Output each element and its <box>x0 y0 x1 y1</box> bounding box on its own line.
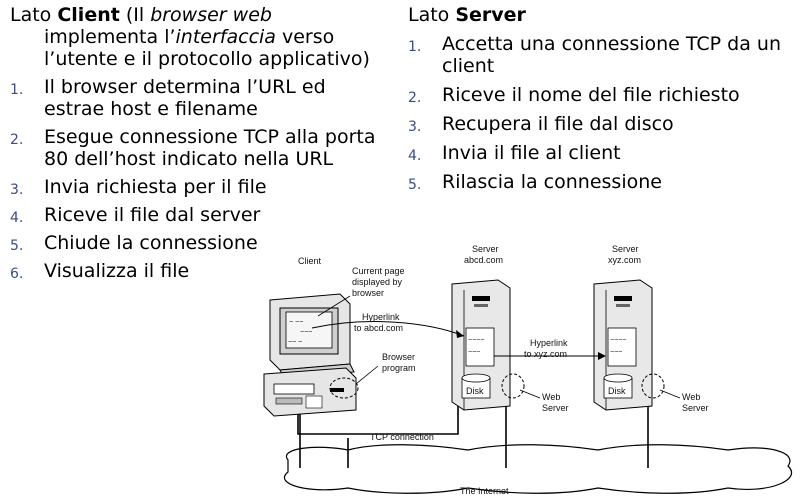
client-intro-line-2: implementa l’interfaccia verso <box>10 26 400 48</box>
server-step: 4. Invia il file al client <box>408 142 803 164</box>
step-number: 3. <box>10 182 24 198</box>
step-text: Riceve il file dal server <box>44 204 261 226</box>
current-page-label: Current page <box>352 266 405 276</box>
server-abcd-tower: ~~~~ ~~~ <box>451 279 525 411</box>
client-heading-prefix: Lato <box>10 4 58 26</box>
client-computer: ~ ~~ ~~~ ~~ ~ <box>263 293 359 417</box>
client-intro-italic: interfaccia <box>175 26 276 48</box>
svg-text:~ ~~: ~ ~~ <box>289 319 303 326</box>
step-text: Recupera il file dal disco <box>442 113 674 135</box>
client-step: 3. Invia richiesta per il file <box>10 176 400 198</box>
server-step: 5. Rilascia la connessione <box>408 171 803 193</box>
hyperlink-arrow-1 <box>311 321 465 337</box>
server-xyz-tower: ~~~~ ~~~ <box>593 279 665 411</box>
svg-text:~~ ~: ~~ ~ <box>288 339 302 346</box>
client-step: 5. Chiude la connessione <box>10 232 400 254</box>
server-step: 2. Riceve il nome del file richiesto <box>408 84 803 106</box>
internet-label: The Internet <box>460 486 509 496</box>
web-server-2-label: Web <box>682 392 700 402</box>
server-heading-bold: Server <box>455 4 526 26</box>
step-number: 1. <box>408 39 422 55</box>
internet-cloud <box>284 444 792 494</box>
server-abcd-host: abcd.com <box>464 255 503 265</box>
hyperlink-1-label: Hyperlink <box>362 312 400 322</box>
client-heading-bold: Client <box>57 4 120 26</box>
step-number: 3. <box>408 119 422 135</box>
step-text: Invia richiesta per il file <box>44 176 267 198</box>
browser-program-label-2: program <box>382 363 416 373</box>
disk-2-label: Disk <box>608 386 626 396</box>
step-text: Accetta una connessione TCP da un <box>442 33 781 55</box>
web-server-1-label: Web <box>542 392 560 402</box>
svg-text:~~~: ~~~ <box>468 349 480 356</box>
step-number: 1. <box>10 82 24 98</box>
step-text-cont: 80 dell’host indicato nella URL <box>44 148 334 170</box>
tcp-connection-label: TCP connection <box>370 432 434 442</box>
client-column: Lato Client (Il browser web implementa l… <box>10 4 400 282</box>
disk-1-label: Disk <box>466 386 484 396</box>
current-page-label-2: displayed by <box>352 277 403 287</box>
step-text: Esegue connessione TCP alla porta <box>44 126 376 148</box>
step-text: Visualizza il file <box>44 260 190 282</box>
client-heading-italic: browser web <box>150 4 272 26</box>
step-number: 4. <box>10 210 24 226</box>
client-intro-text-b: verso <box>275 26 335 48</box>
step-number: 4. <box>408 148 422 164</box>
web-server-1-label-2: Server <box>542 403 569 413</box>
hyperlink-1-target: to abcd.com <box>354 323 403 333</box>
step-text: Il browser determina l’URL ed <box>44 76 326 98</box>
step-number: 5. <box>10 238 24 254</box>
step-text: Chiude la connessione <box>44 232 258 254</box>
step-number: 2. <box>408 90 422 106</box>
hyperlink-arrowhead-2 <box>598 352 606 360</box>
client-intro-line-3: l’utente e il protocollo applicativo) <box>44 48 370 70</box>
step-number: 2. <box>10 132 24 148</box>
client-label: Client <box>298 256 322 266</box>
svg-text:~~~: ~~~ <box>610 349 622 356</box>
client-step: 4. Riceve il file dal server <box>10 204 400 226</box>
client-heading: Lato Client (Il browser web <box>10 4 400 26</box>
step-text-cont: client <box>442 55 495 77</box>
client-step: 6. Visualizza il file <box>10 260 400 282</box>
server-xyz-host: xyz.com <box>608 255 641 265</box>
leader-current-page <box>317 295 351 317</box>
server-step: 3. Recupera il file dal disco <box>408 113 803 135</box>
step-text: Rilascia la connessione <box>442 171 662 193</box>
leader-web-server-2 <box>659 389 681 399</box>
client-intro-text-a: implementa l’ <box>44 26 176 48</box>
step-text: Riceve il nome del file richiesto <box>442 84 740 106</box>
server-column: Lato Server 1. Accetta una connessione TC… <box>408 4 803 193</box>
svg-text:~~~~: ~~~~ <box>468 337 484 344</box>
browser-program-label: Browser <box>382 352 415 362</box>
client-heading-rest: (Il <box>119 4 151 26</box>
leader-browser-program <box>355 365 379 385</box>
web-architecture-diagram: ~ ~~ ~~~ ~~ ~ ~~~~ ~~~ ~~~~ ~~~ <box>263 244 792 496</box>
step-number: 5. <box>408 177 422 193</box>
step-number: 6. <box>10 266 24 282</box>
server-heading: Lato Server <box>408 4 803 26</box>
server-xyz-label: Server <box>612 244 639 254</box>
web-server-2-label-2: Server <box>682 403 709 413</box>
step-text-cont: estrae host e filename <box>44 98 258 120</box>
hyperlink-arrowhead-1 <box>456 330 464 338</box>
current-page-label-3: browser <box>352 288 384 298</box>
hyperlink-2-target: to xyz.com <box>524 349 567 359</box>
server-abcd-label: Server <box>472 244 499 254</box>
leader-web-server-1 <box>519 389 541 399</box>
server-heading-prefix: Lato <box>408 4 456 26</box>
step-text: Invia il file al client <box>442 142 621 164</box>
svg-text:~~~: ~~~ <box>300 329 312 336</box>
hyperlink-2-label: Hyperlink <box>530 338 568 348</box>
svg-text:~~~~: ~~~~ <box>610 337 626 344</box>
